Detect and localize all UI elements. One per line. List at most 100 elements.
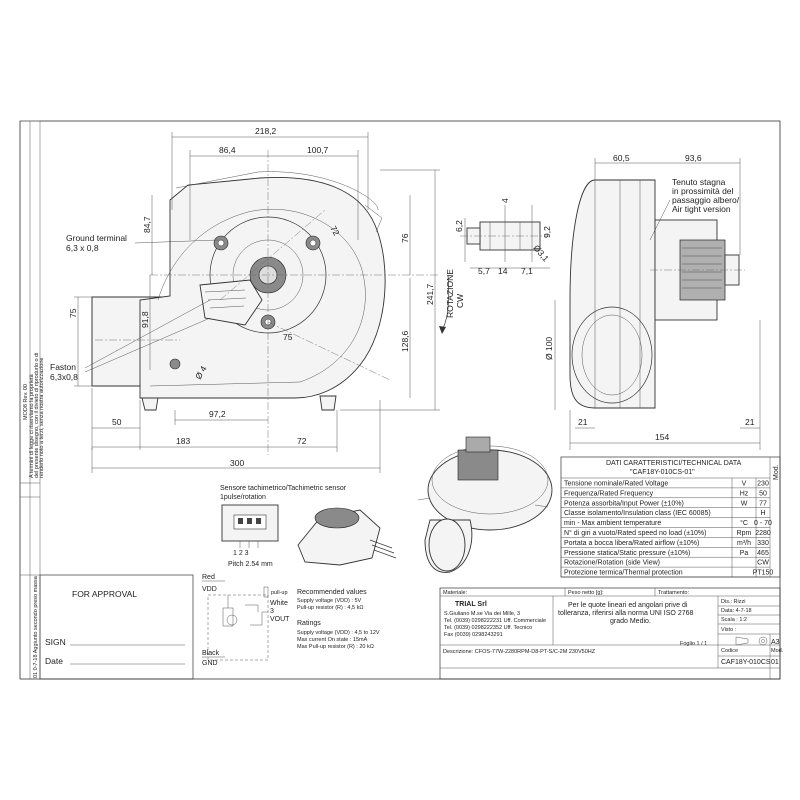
dim-to-center: 183: [176, 436, 190, 446]
projection-symbol: [735, 636, 768, 646]
dim-detail-6-2: 6,2: [454, 220, 464, 232]
tech-row-unit: Rpm: [737, 530, 752, 537]
dim-detail-9-2: 9,2: [542, 226, 552, 238]
drawing-code: CAF18Y-010CS: [721, 659, 771, 666]
recommended-title: Recommended values: [297, 589, 367, 596]
date-label: Date: [45, 656, 63, 666]
dim-center-offset: 97,2: [209, 409, 226, 419]
description: Descrizione: CFOS-77W-2280RPM-D8-PT-S/C-…: [443, 649, 596, 655]
dim-overall-width: 218,2: [255, 126, 277, 136]
pullup-label: pull-up: [271, 590, 288, 596]
tolerance-line-2: tolleranza, riferirsi alla norma UNI ISO…: [558, 610, 693, 617]
sensor-pulse: 1pulse/rotation: [220, 494, 266, 501]
tech-row-value: H: [760, 510, 765, 517]
tachimetric-sensor: Sensore tachimetrico/Tachimetric sensor …: [220, 485, 397, 568]
dim-side-bottom-left: 21: [578, 417, 588, 427]
dim-right-part: 100,7: [307, 145, 329, 155]
ratings-line-1: Supply voltage (VDD) : 4,5 to 12V: [297, 630, 380, 636]
tech-row-label: Tensione nominale/Rated Voltage: [564, 481, 668, 488]
tech-data-mod-label: Mod.: [773, 464, 780, 480]
checked-by: Visto :: [721, 627, 737, 633]
drawn-by: Dis.: Rizzi: [721, 599, 745, 605]
seal-note-line-1: Tenuto stagna: [672, 177, 726, 187]
company-address-1: S.Giuliano M.se Via dei Mille, 3: [444, 611, 520, 617]
tech-data-rows: Tensione nominale/Rated Voltage V 230Frequ…: [561, 481, 773, 578]
wire-white-label: White: [270, 600, 288, 607]
dim-side-top-right: 93,6: [685, 153, 702, 163]
tech-row-value: 230: [757, 481, 769, 488]
outlet-ring: [571, 306, 653, 404]
tech-row-unit: Hz: [740, 490, 749, 497]
dim-detail-5-7: 5,7: [478, 266, 490, 276]
copyright-line-1: A termini di legge ci riserviamo la prop…: [29, 373, 35, 478]
front-view: [91, 150, 440, 455]
dim-height-right: 76: [400, 233, 410, 243]
dim-radial-75: 75: [283, 332, 293, 342]
title-mod-label: Mod.: [771, 648, 784, 654]
tech-row-label: Classe isolamento/Insulation class (IEC …: [564, 510, 711, 517]
model-revision: MOD8 Rev. 00: [23, 384, 29, 420]
seal-note-line-3: passaggio albero/: [672, 195, 740, 205]
ground-hole: [169, 358, 181, 370]
revision-row: 01 0-7-18 Aggiunto secondo preso massa: [33, 575, 39, 678]
tech-row-unit: °C: [740, 519, 748, 527]
tech-row-value: 50: [759, 490, 767, 497]
tech-row-value: 465: [757, 550, 769, 557]
vdd-label: VDD: [202, 586, 217, 593]
dim-outlet-depth: 50: [112, 417, 122, 427]
codice-label: Codice: [721, 648, 738, 654]
copyright-line-2: del presente disegno, con il divieto di …: [34, 353, 40, 478]
tech-row-unit: Pa: [740, 550, 749, 557]
side-housing: [569, 179, 656, 409]
dim-total-length: 300: [230, 458, 244, 468]
tech-row-unit: V: [742, 481, 747, 488]
technical-data-table: DATI CARATTERISTICI/TECHNICAL DATA "CAF1…: [560, 456, 781, 578]
tech-data-header: DATI CARATTERISTICI/TECHNICAL DATA: [606, 460, 742, 467]
title-block: Materiale: Peso netto [g]: Trattamento: …: [439, 587, 784, 680]
dim-detail-diameter: Ø3,1: [531, 243, 551, 264]
dim-side-overall: 154: [655, 432, 669, 442]
dim-side-bottom-right: 21: [745, 417, 755, 427]
dim-detail-7-1: 7,1: [521, 266, 533, 276]
sensor-pitch: Pitch 2.54 mm: [228, 561, 273, 568]
tech-row-label: Potenza assorbita/Input Power (±10%): [564, 500, 684, 507]
dim-outlet-height: 75: [68, 308, 78, 318]
paper-format: A3: [771, 639, 780, 646]
tech-row-label: Portata a bocca libera/Rated airflow (±1…: [564, 540, 699, 547]
company-address-3: Tel. (0039) 0298222352 Uff. Tecnico: [444, 625, 532, 631]
company-address-2: Tel. (0039) 0298222231 Uff. Commerciale: [444, 618, 546, 624]
tech-row-value: 2280: [755, 530, 771, 537]
shaft-detail-view: 6,2 4 9,2 5,7 14 7,1 Ø3,1: [454, 198, 552, 276]
tech-row-label: Pressione statica/Static pressure (±10%): [564, 550, 690, 557]
dim-side-top-left: 60,5: [613, 153, 630, 163]
ground-terminal-size: 6,3 x 0,8: [66, 243, 99, 253]
recommended-line-1: Supply voltage (VDD) : 5V: [297, 598, 362, 604]
tech-row-value: CW: [757, 560, 769, 567]
tech-row-value: 0 - 70: [754, 520, 772, 527]
sign-label: SIGN: [45, 637, 66, 647]
dim-detail-4: 4: [500, 198, 510, 203]
recommended-line-2: Pull-up resistor (R) : 4,5 kΩ: [297, 605, 363, 611]
sensor-pins: 1 2 3: [233, 550, 249, 557]
tolerance-line-1: Per le quote lineari ed angolari prive d…: [568, 602, 688, 609]
tech-row-label: min - Max ambient temperature: [564, 520, 661, 527]
rotation-label: ROTAZIONE: [445, 269, 455, 318]
seal-note-line-2: in prossimità del: [672, 186, 734, 196]
wire-red-label: Red: [202, 574, 215, 581]
tech-data-model: "CAF18Y-010CS-01": [630, 469, 695, 476]
drawing-mod: 01: [771, 659, 779, 666]
dim-radial-72: 72: [328, 224, 342, 237]
ratings-line-3: Max Pull-up resistor (R) : 20 kΩ: [297, 644, 374, 650]
dim-left-part: 86,4: [219, 145, 236, 155]
faston-size: 6,3x0,8: [50, 372, 78, 382]
tech-row-label: Frequenza/Rated Frequency: [564, 490, 654, 497]
approval-title: FOR APPROVAL: [72, 589, 137, 599]
dim-detail-14: 14: [498, 266, 508, 276]
rotation-direction: CW: [455, 294, 465, 308]
dim-side-diameter: Ø 100: [544, 337, 554, 360]
trattamento-label: Trattamento:: [658, 590, 689, 596]
peso-label: Peso netto [g]:: [568, 590, 604, 596]
approval-box: FOR APPROVAL SIGN Date: [39, 574, 194, 680]
company-name: TRIAL Srl: [455, 601, 487, 608]
